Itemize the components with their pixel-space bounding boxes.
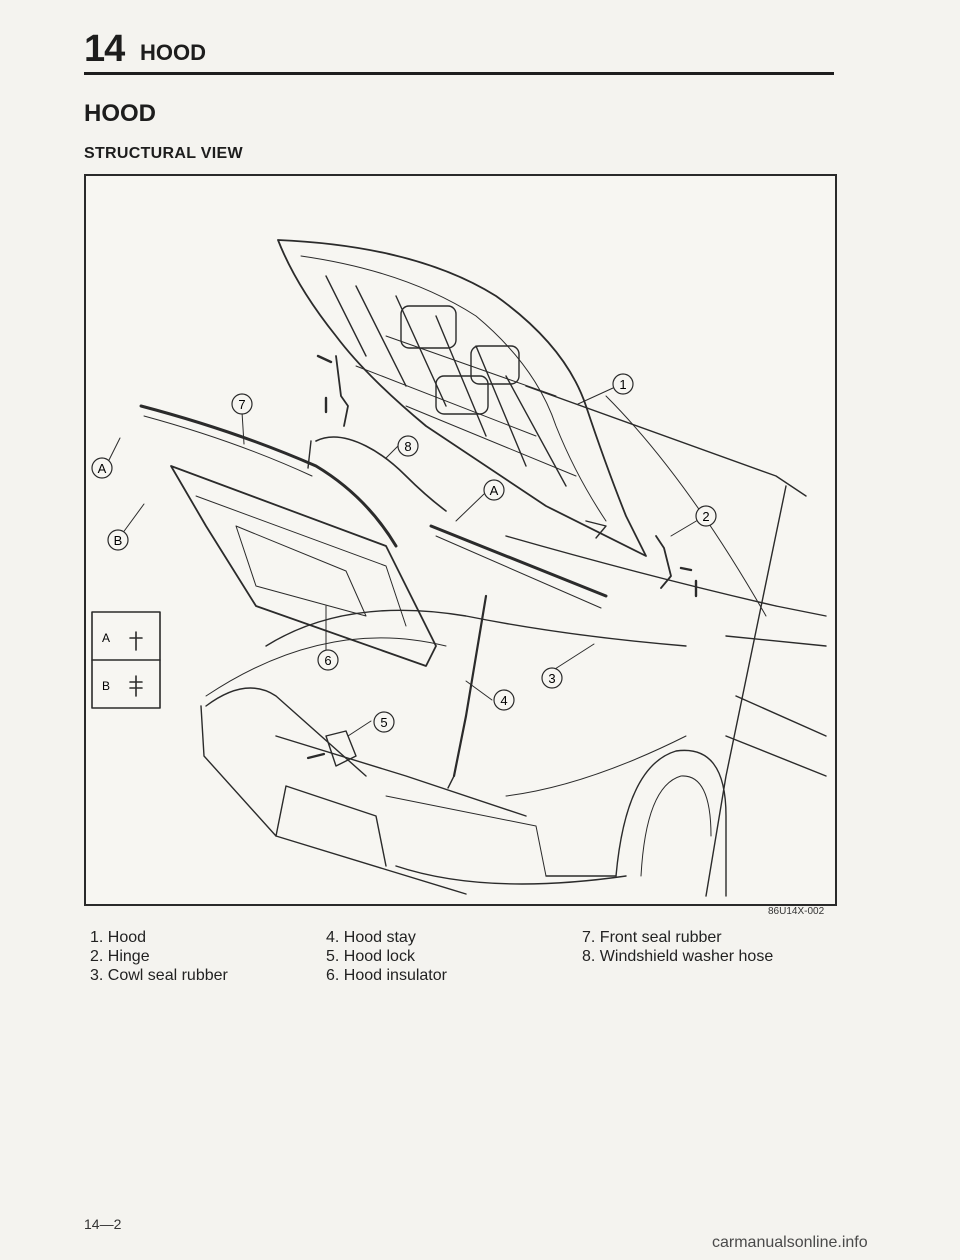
- legend-item: 8. Windshield washer hose: [582, 948, 774, 965]
- fastener-legend-a: A: [102, 631, 110, 645]
- figure-code: 86U14X-002: [768, 906, 825, 917]
- callout-3: 3: [548, 671, 555, 686]
- callout-7: 7: [238, 397, 245, 412]
- structural-view-figure: 1 2 3 4 5 6 7 8 A A B A B: [84, 174, 837, 906]
- callout-labels: 1 2 3 4 5 6 7 8 A A B A B: [91, 373, 717, 733]
- callout-8: 8: [404, 439, 411, 454]
- legend-column-3: 7. Front seal rubber 8. Windshield washe…: [582, 928, 773, 966]
- legend-item: 6. Hood insulator: [326, 967, 447, 984]
- legend-column-2: 4. Hood stay 5. Hood lock 6. Hood insula…: [326, 928, 447, 985]
- callout-6: 6: [324, 653, 331, 668]
- callout-4: 4: [500, 693, 507, 708]
- legend-item: 7. Front seal rubber: [582, 929, 722, 946]
- legend-item: 1. Hood: [90, 929, 147, 946]
- chapter-number: 14: [84, 28, 125, 70]
- legend-column-1: 1. Hood 2. Hinge 3. Cowl seal rubber: [90, 928, 228, 985]
- legend-item: 5. Hood lock: [326, 948, 415, 965]
- page-number: 14—2: [84, 1216, 122, 1232]
- subsection-title: STRUCTURAL VIEW: [84, 145, 243, 162]
- legend-item: 2. Hinge: [90, 948, 150, 965]
- callout-2: 2: [702, 509, 709, 524]
- callout-b-left: B: [114, 533, 123, 548]
- fastener-legend-b: B: [102, 679, 110, 693]
- section-title: HOOD: [84, 100, 156, 127]
- hood-diagram: 1 2 3 4 5 6 7 8 A A B A B: [91, 239, 827, 897]
- chapter-title: HOOD: [140, 40, 206, 65]
- callout-5: 5: [380, 715, 387, 730]
- callout-a-left: A: [98, 461, 107, 476]
- legend-item: 4. Hood stay: [326, 929, 416, 946]
- callout-a-upper: A: [490, 483, 499, 498]
- watermark-text: carmanualsonline.info: [712, 1234, 868, 1251]
- page-header: 14 HOOD: [84, 28, 834, 78]
- header-rule: [84, 72, 834, 75]
- legend-item: 3. Cowl seal rubber: [90, 967, 228, 984]
- callout-1: 1: [619, 377, 626, 392]
